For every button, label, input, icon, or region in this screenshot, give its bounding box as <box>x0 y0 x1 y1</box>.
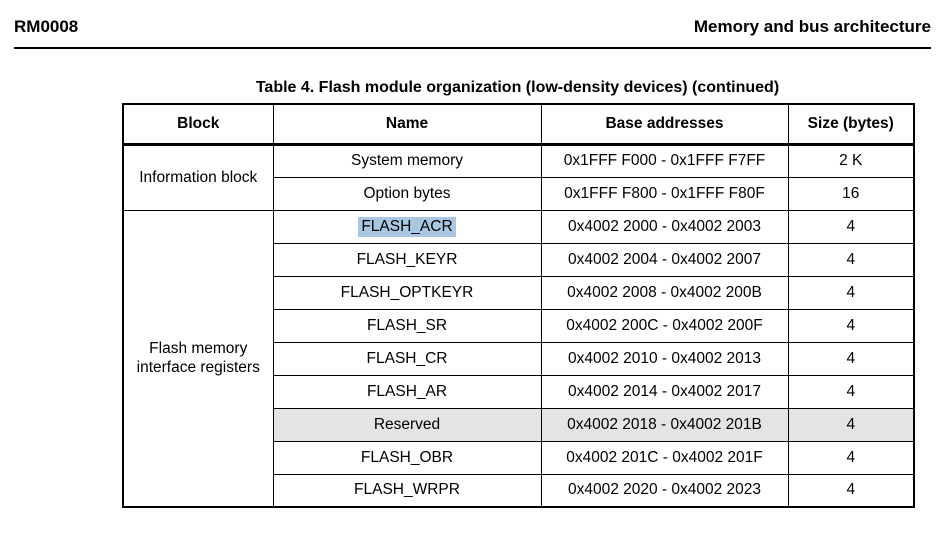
cell-size: 4 <box>787 407 915 442</box>
cell-base-addresses: 0x4002 2000 - 0x4002 2003 <box>540 209 789 244</box>
cell-size: 16 <box>787 176 915 211</box>
cell-size: 2 K <box>787 143 915 178</box>
block-cell-flash-registers: Flash memory interface registers <box>122 209 274 508</box>
cell-name: System memory <box>272 143 542 178</box>
cell-name: FLASH_WRPR <box>272 473 542 508</box>
cell-name: FLASH_KEYR <box>272 242 542 277</box>
column-header-base-addresses: Base addresses <box>540 103 789 146</box>
table-row: Information block System memory 0x1FFF F… <box>122 143 915 211</box>
cell-base-addresses: 0x4002 201C - 0x4002 201F <box>540 440 789 475</box>
cell-base-addresses: 0x1FFF F800 - 0x1FFF F80F <box>540 176 789 211</box>
cell-base-addresses: 0x4002 2014 - 0x4002 2017 <box>540 374 789 409</box>
cell-size: 4 <box>787 308 915 343</box>
cell-base-addresses: 0x4002 200C - 0x4002 200F <box>540 308 789 343</box>
cell-name: FLASH_AR <box>272 374 542 409</box>
column-header-size: Size (bytes) <box>787 103 915 146</box>
cell-name: FLASH_OPTKEYR <box>272 275 542 310</box>
cell-size: 4 <box>787 341 915 376</box>
cell-size: 4 <box>787 275 915 310</box>
cell-base-addresses: 0x4002 2008 - 0x4002 200B <box>540 275 789 310</box>
table-row: Option bytes 0x1FFF F800 - 0x1FFF F80F 1… <box>123 176 915 211</box>
table-row: FLASH_SR 0x4002 200C - 0x4002 200F 4 <box>123 308 915 343</box>
cell-base-addresses: 0x4002 2004 - 0x4002 2007 <box>540 242 789 277</box>
block-cell-information: Information block <box>122 143 274 211</box>
section-title: Memory and bus architecture <box>693 17 931 36</box>
cell-size: 4 <box>787 242 915 277</box>
cell-name: FLASH_SR <box>272 308 542 343</box>
table-header-row: Block Name Base addresses Size (bytes) <box>122 103 915 146</box>
column-header-name: Name <box>272 103 542 146</box>
table-row: Flash memory interface registers FLASH_A… <box>122 209 915 508</box>
cell-base-addresses: 0x4002 2010 - 0x4002 2013 <box>540 341 789 376</box>
cell-name: Option bytes <box>272 176 542 211</box>
table-row: FLASH_CR 0x4002 2010 - 0x4002 2013 4 <box>123 341 915 376</box>
cell-size: 4 <box>787 473 915 508</box>
cell-size: 4 <box>787 440 915 475</box>
table-row: FLASH_AR 0x4002 2014 - 0x4002 2017 4 <box>123 374 915 409</box>
table-caption: Table 4. Flash module organization (low-… <box>255 79 780 96</box>
cell-name: FLASH_ACR <box>272 209 542 244</box>
cell-name: FLASH_CR <box>272 341 542 376</box>
cell-name: FLASH_OBR <box>272 440 542 475</box>
page-header: RM0008 Memory and bus architecture <box>14 17 931 37</box>
cell-size: 4 <box>787 374 915 409</box>
table-row: FLASH_OBR 0x4002 201C - 0x4002 201F 4 <box>123 440 915 475</box>
cell-base-addresses: 0x4002 2020 - 0x4002 2023 <box>540 473 789 508</box>
document-id: RM0008 <box>14 17 79 36</box>
column-header-block: Block <box>122 103 274 146</box>
cell-name: Reserved <box>272 407 542 442</box>
table-row: FLASH_KEYR 0x4002 2004 - 0x4002 2007 4 <box>123 242 915 277</box>
cell-base-addresses: 0x1FFF F000 - 0x1FFF F7FF <box>540 143 789 178</box>
table-row: FLASH_WRPR 0x4002 2020 - 0x4002 2023 4 <box>123 473 915 508</box>
cell-base-addresses: 0x4002 2018 - 0x4002 201B <box>540 407 789 442</box>
selection-highlight: FLASH_ACR <box>358 216 456 237</box>
cell-size: 4 <box>787 209 915 244</box>
table-row: FLASH_OPTKEYR 0x4002 2008 - 0x4002 200B … <box>123 275 915 310</box>
header-rule <box>14 47 931 49</box>
flash-organization-table: Block Name Base addresses Size (bytes) I… <box>122 103 915 508</box>
